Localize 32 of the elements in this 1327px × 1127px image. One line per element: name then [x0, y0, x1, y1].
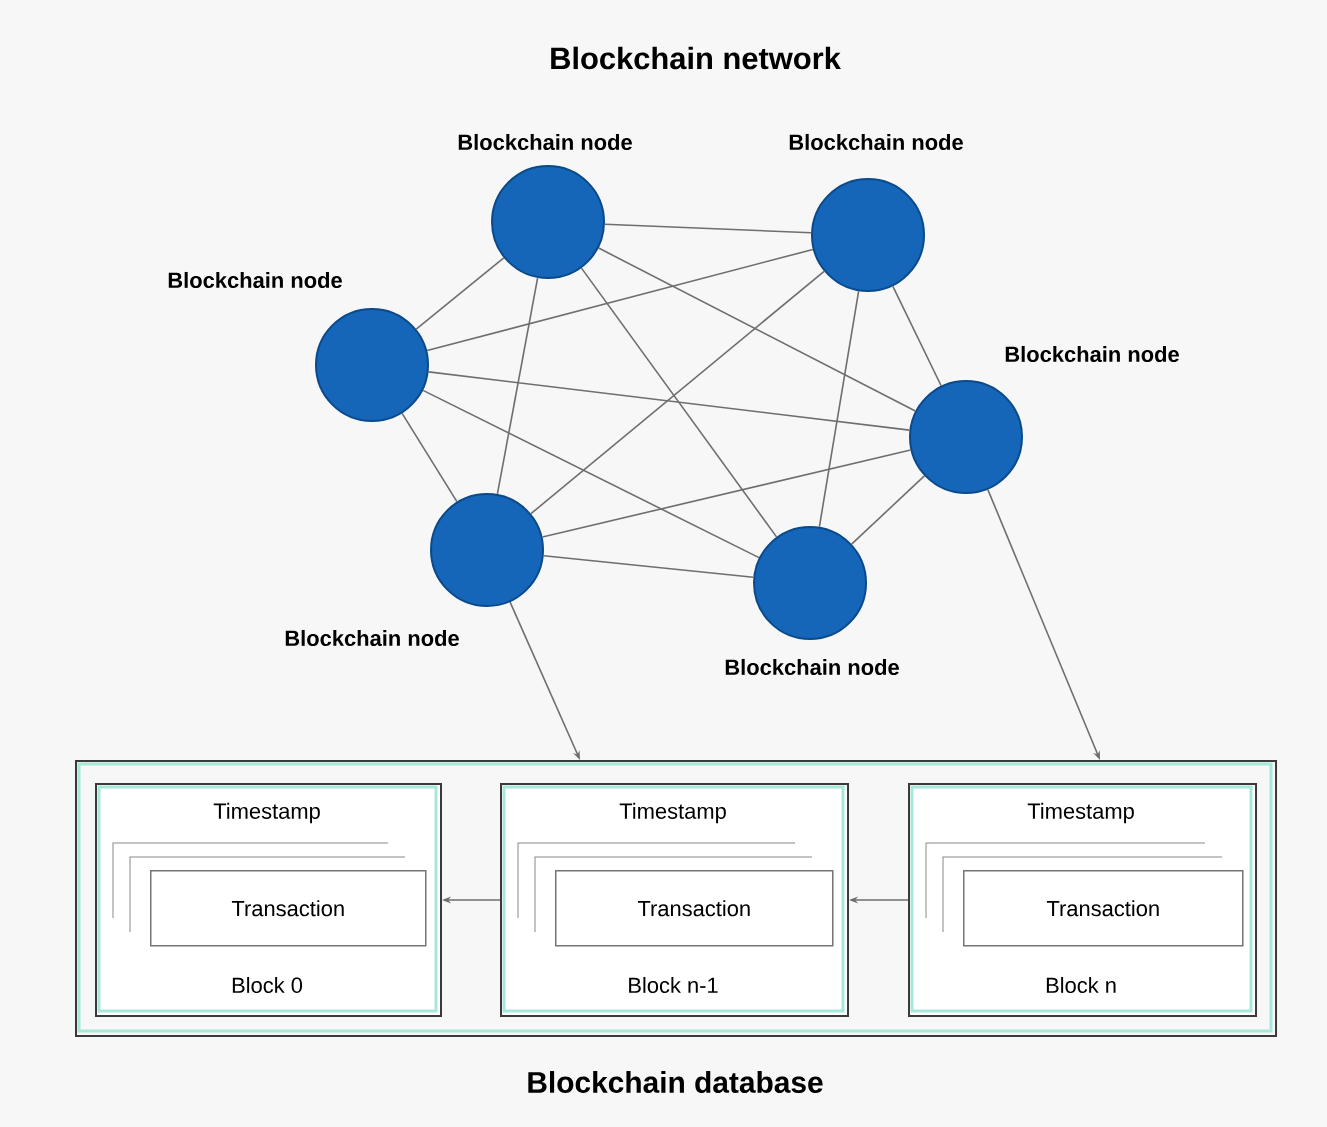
node-label: Blockchain node: [168, 271, 342, 289]
connector-line: [604, 223, 812, 234]
connector-line: [422, 389, 760, 559]
block-label: Block 0: [232, 976, 303, 994]
block-label: Block n: [1046, 976, 1116, 994]
connector-line: [580, 267, 778, 538]
timestamp-label: Timestamp: [213, 802, 320, 824]
transaction-box: Transaction: [963, 870, 1244, 947]
transaction-box: Transaction: [150, 870, 427, 947]
connector-line: [427, 371, 911, 431]
block-label: Block n-1: [629, 976, 718, 994]
database-title: Blockchain database: [528, 1071, 823, 1093]
timestamp-label: Timestamp: [619, 802, 726, 824]
transaction-box: Transaction: [555, 870, 834, 947]
connector-line: [496, 277, 539, 495]
timestamp-label: Timestamp: [1027, 802, 1134, 824]
connector-line: [541, 449, 912, 538]
connector-line: [892, 285, 942, 387]
connector-line: [401, 412, 458, 503]
node-label: Blockchain node: [1005, 345, 1179, 363]
node-label: Blockchain node: [458, 133, 632, 151]
node-label: Blockchain node: [285, 629, 459, 647]
connector-line: [597, 247, 917, 412]
connector-line: [542, 555, 755, 578]
node-label: Blockchain node: [725, 658, 899, 676]
title: Blockchain network: [551, 46, 841, 70]
connector-line: [818, 290, 860, 528]
connector-line: [530, 270, 825, 515]
connector-line: [850, 475, 926, 545]
connector-line: [415, 257, 505, 330]
node-label: Blockchain node: [789, 133, 963, 151]
connector-line: [426, 248, 814, 352]
